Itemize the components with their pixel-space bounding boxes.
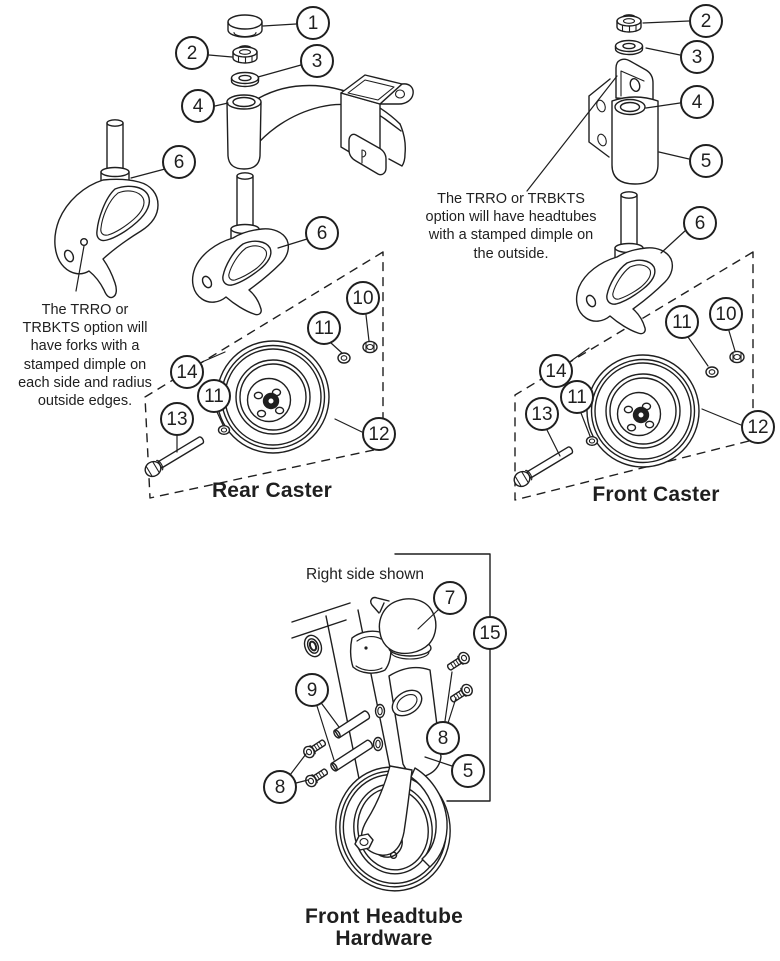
- fork-dimple: [79, 237, 88, 246]
- rear-caster-caption: Rear Caster: [211, 479, 333, 502]
- headtube-hardware-drawing: [291, 553, 491, 892]
- callout-15-group: 15: [473, 616, 507, 650]
- front-caster-dashed-box: [514, 251, 754, 501]
- caption-line: Hardware: [335, 927, 433, 950]
- callout-11-front-inner: 11: [560, 380, 594, 414]
- right-side-shown-note: Right side shown: [306, 566, 425, 583]
- callout-13-rear-bolt: 13: [160, 402, 194, 436]
- note-line: the outside.: [473, 245, 549, 262]
- callout-11-front-outer: 11: [665, 305, 699, 339]
- callout-10-front: 10: [709, 297, 743, 331]
- rear-fork-assembly-drawing: [226, 14, 414, 176]
- callout-7-cap: 7: [433, 581, 467, 615]
- callout-3-rear-washer: 3: [300, 44, 334, 78]
- callout-11-rear-outer: 11: [307, 311, 341, 345]
- callout-14-rear: 14: [170, 355, 204, 389]
- callout-5-front-headtube: 5: [689, 144, 723, 178]
- callout-10-rear: 10: [346, 281, 380, 315]
- callout-6-right-fork: 6: [305, 216, 339, 250]
- callout-3-front-washer: 3: [680, 40, 714, 74]
- group-15-bracket: [394, 553, 491, 802]
- fork-dimple-note: The TRRO or TRBKTS option will have fork…: [0, 301, 170, 410]
- note-line: have forks with a: [30, 338, 140, 355]
- note-line: each side and radius: [18, 374, 152, 391]
- front-headtube-hardware-caption: Front Headtube Hardware: [264, 906, 504, 950]
- callout-12-rear-wheel: 12: [362, 417, 396, 451]
- note-line: The TRRO or: [41, 302, 129, 318]
- note-line: with a stamped dimple on: [428, 227, 594, 244]
- callout-12-front-wheel: 12: [741, 410, 775, 444]
- fork-note-leader: [75, 245, 85, 292]
- callout-8-left-screws: 8: [263, 770, 297, 804]
- front-headtube-assembly-drawing: [588, 14, 659, 185]
- callout-4-rear-bearing: 4: [181, 89, 215, 123]
- callout-11-rear-inner: 11: [197, 379, 231, 413]
- callout-4-front-bearing: 4: [680, 85, 714, 119]
- note-line: stamped dimple on: [23, 356, 147, 373]
- rear-caster-dashed-box: [144, 251, 384, 499]
- callout-13-front-bolt: 13: [525, 397, 559, 431]
- callout-5-bottom-headtube: 5: [451, 754, 485, 788]
- note-line: option will have headtubes: [425, 209, 597, 226]
- axle-bolt-head: [354, 833, 374, 851]
- headtube-dimple-note: The TRRO or TRBKTS option will have head…: [399, 190, 623, 263]
- leader-lines: [75, 20, 742, 784]
- left-fork-drawing: [54, 119, 159, 299]
- callout-6-left-fork: 6: [162, 145, 196, 179]
- callout-1-cap: 1: [296, 6, 330, 40]
- callout-9-pins: 9: [295, 673, 329, 707]
- callout-14-front: 14: [539, 354, 573, 388]
- callout-6-front-fork: 6: [683, 206, 717, 240]
- note-line: TRBKTS option will: [22, 320, 148, 337]
- front-caster-caption: Front Caster: [592, 483, 720, 506]
- caption-line: Front Headtube: [305, 905, 463, 928]
- rear-right-fork-drawing: [191, 172, 290, 316]
- callout-8-right-screws: 8: [426, 721, 460, 755]
- callout-2-rear-nut: 2: [175, 36, 209, 70]
- note-line: The TRRO or TRBKTS: [437, 191, 585, 207]
- headtube-note-leader: [526, 75, 618, 192]
- note-line: outside edges.: [37, 393, 133, 410]
- callout-2-front-nut: 2: [689, 4, 723, 38]
